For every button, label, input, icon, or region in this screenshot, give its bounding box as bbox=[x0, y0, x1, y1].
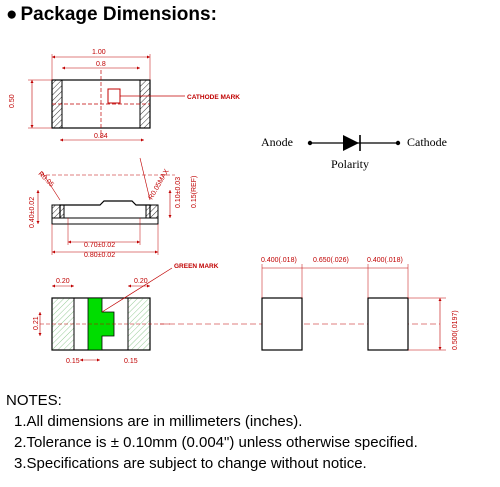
polarity-label: Polarity bbox=[331, 157, 369, 171]
polarity-symbol: Anode Cathode Polarity bbox=[261, 135, 447, 171]
bullet-icon: ● bbox=[6, 4, 18, 25]
note-item: 2.Tolerance is ± 0.10mm (0.004") unless … bbox=[14, 434, 418, 451]
pad-layout: 0.400(.018) 0.650(.026) 0.400(.018) 0.50… bbox=[160, 257, 459, 351]
pad-2 bbox=[367, 297, 409, 351]
side-outer-width: 0.80±0.02 bbox=[84, 252, 115, 259]
bottom-right-dim: 0.15 bbox=[124, 358, 138, 365]
top-bottom-width: 0.84 bbox=[94, 133, 108, 140]
side-ref: 0.15(REF) bbox=[191, 176, 198, 208]
side-chamfer: R0.05 bbox=[37, 170, 55, 188]
side-lens bbox=[59, 200, 151, 218]
side-right-terminal bbox=[145, 204, 159, 219]
anode-label: Anode bbox=[261, 135, 293, 149]
bottom-right-pad-dim: 0.20 bbox=[134, 278, 148, 285]
pad-1 bbox=[261, 297, 303, 351]
title-text: Package Dimensions: bbox=[20, 4, 217, 25]
bottom-left-pad-dim: 0.20 bbox=[56, 278, 70, 285]
diode-icon bbox=[343, 135, 359, 151]
notes-section: NOTES: 1.All dimensions are in millimete… bbox=[6, 390, 418, 474]
green-mark-label: GREEN MARK bbox=[174, 263, 219, 270]
bottom-view: 0.20 0.20 0.21 0.15 0.15 GREEN MARK bbox=[33, 263, 219, 365]
side-inner-width: 0.70±0.02 bbox=[84, 242, 115, 249]
bottom-left-dim: 0.15 bbox=[66, 358, 80, 365]
package-drawing: 1.00 0.8 0.50 0.84 CATHODE MARK 0.70±0.0… bbox=[9, 49, 459, 365]
notes-heading: NOTES: bbox=[6, 392, 62, 409]
gap-dim: 0.650(.026) bbox=[313, 257, 349, 264]
note-item: 1.All dimensions are in millimeters (inc… bbox=[14, 413, 303, 430]
top-height: 0.50 bbox=[9, 94, 16, 108]
cathode-label: Cathode bbox=[407, 135, 447, 149]
page-title: ●Package Dimensions: bbox=[6, 4, 217, 26]
side-lens-max: R0.05MAX bbox=[148, 168, 171, 201]
side-left-terminal bbox=[51, 204, 65, 219]
bottom-height-dim: 0.21 bbox=[33, 316, 40, 330]
side-view: 0.70±0.02 0.80±0.02 0.40±0.02 R0.05 R0.0… bbox=[29, 157, 198, 259]
cathode-mark-label: CATHODE MARK bbox=[187, 94, 240, 101]
top-overall-width: 1.00 bbox=[92, 49, 106, 56]
top-view: 1.00 0.8 0.50 0.84 CATHODE MARK bbox=[9, 49, 240, 142]
side-height: 0.40±0.02 bbox=[29, 197, 36, 228]
pad2-dim: 0.400(.018) bbox=[367, 257, 403, 264]
side-thickness: 0.10±0.03 bbox=[175, 177, 182, 208]
pad1-dim: 0.400(.018) bbox=[261, 257, 297, 264]
top-inner-width: 0.8 bbox=[96, 61, 106, 68]
pad-height-dim: 0.500(.0197) bbox=[452, 310, 459, 350]
note-item: 3.Specifications are subject to change w… bbox=[14, 455, 367, 472]
